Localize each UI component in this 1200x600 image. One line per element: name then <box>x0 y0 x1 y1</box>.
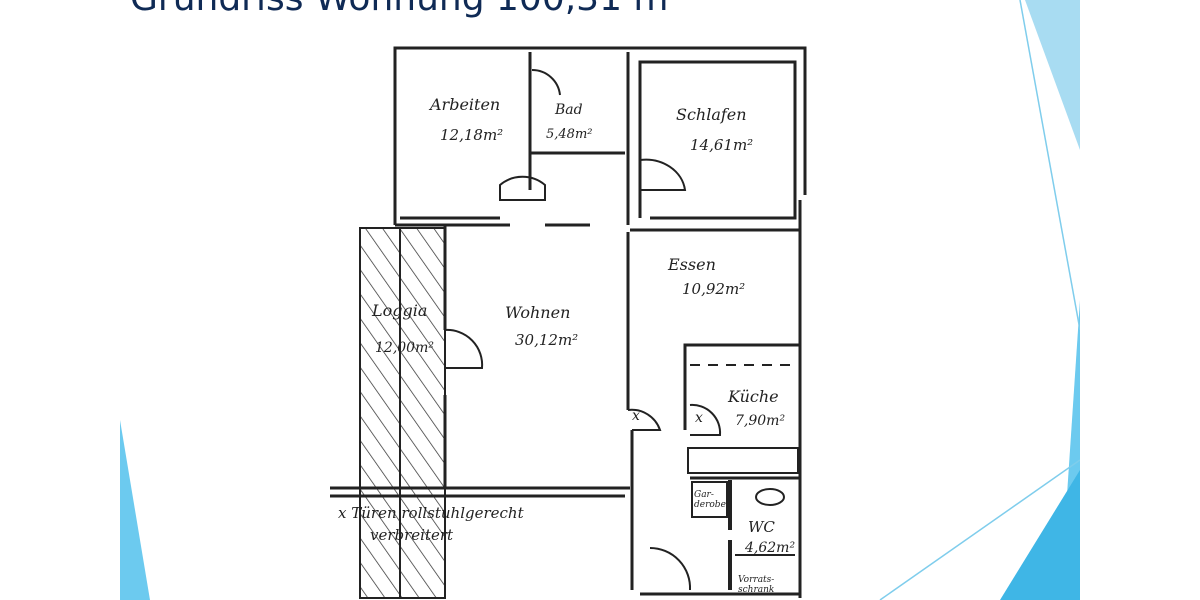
deco-triangle <box>1025 0 1080 150</box>
room-name: Essen <box>667 255 716 274</box>
room-area: 5,48m² <box>546 127 592 142</box>
room-area: 30,12m² <box>515 331 578 349</box>
door-mark: x <box>632 408 640 424</box>
room-name: Wohnen <box>505 303 570 322</box>
room-name: Gar-derobe <box>694 490 726 510</box>
note-line: verbreitert <box>370 526 454 544</box>
note-line: x Türen rollstuhlgerecht <box>338 504 525 522</box>
room-area: 14,61m² <box>690 136 753 154</box>
room-area: 12,00m² <box>375 340 434 356</box>
room-area: 7,90m² <box>735 413 785 429</box>
room-area: 4,62m² <box>744 540 795 556</box>
room-name: Vorrats-schrank <box>738 575 774 595</box>
room-name: Arbeiten <box>428 95 500 114</box>
deco-triangle <box>1000 470 1080 600</box>
door-mark: x <box>695 410 703 426</box>
loggia-area <box>359 227 446 599</box>
room-area: 12,18m² <box>440 126 503 144</box>
room-name: WC <box>748 518 775 536</box>
page-title: Grundriss Wohnung 100,31 m² <box>130 0 683 19</box>
room-area: 10,92m² <box>682 280 745 298</box>
deco-triangle <box>120 420 150 600</box>
room-name: Schlafen <box>676 105 747 124</box>
slide: Arbeiten 12,18m² Bad 5,48m² Schlafen 14,… <box>120 0 1080 600</box>
room-name: Küche <box>727 387 779 406</box>
room-name: Loggia <box>371 301 427 320</box>
room-name: Bad <box>554 102 583 118</box>
floor-plan: Arbeiten 12,18m² Bad 5,48m² Schlafen 14,… <box>120 0 1080 600</box>
